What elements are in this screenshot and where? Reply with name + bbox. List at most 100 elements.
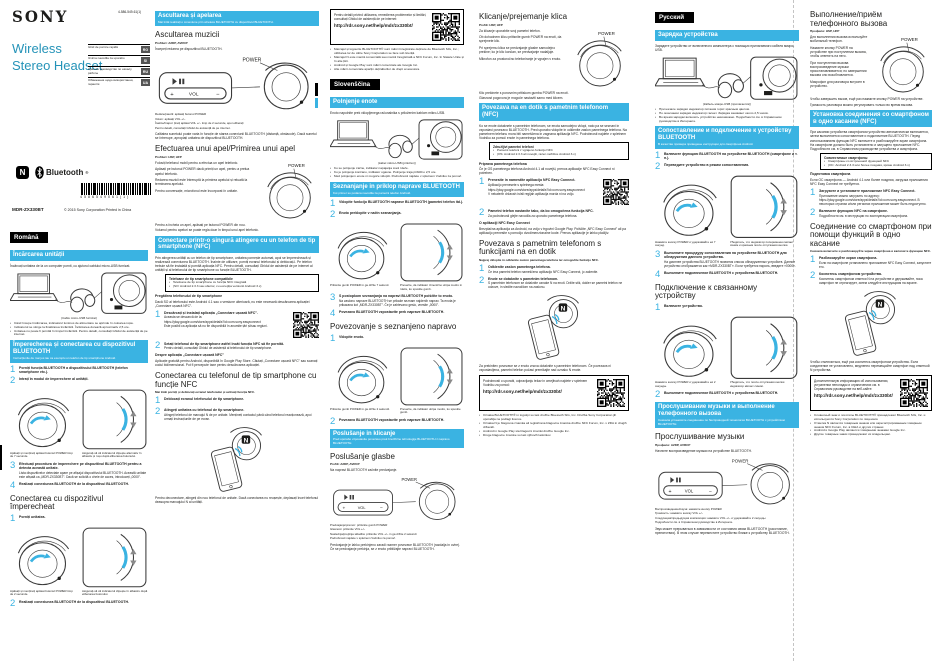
figure-caption: (Cablu micro-USB furnizat) (61, 315, 97, 320)
info-box-title: Združljivi pametni telefoni (493, 145, 534, 150)
section-header-title: Împerecherea și conectarea cu dispozitiv… (13, 342, 136, 356)
language-tab: Română (10, 232, 49, 243)
figure-one-touch-nfc: N (155, 424, 319, 494)
svg-text:N: N (878, 301, 883, 308)
step-detail: V nekaterih državah in/ali regijah aplik… (488, 192, 575, 197)
step-instruction: Включите устройство. (664, 303, 704, 308)
support-url-text: Pentru detalii privind utilizarea, remed… (334, 13, 427, 21)
step-detail: https://play.google.com/store/apps/detai… (164, 319, 261, 324)
support-url-text-wrap: Podrobnosti o uporabi, odpravljanju teža… (483, 379, 593, 394)
paragraph: Če je OS pametnega telefona Android 4.1 … (479, 167, 615, 176)
remote-control-figure-art: POWER+VOL− (658, 459, 790, 505)
step-instruction: Porniți unitatea. (19, 514, 46, 519)
call-instructions: Folosiți telefonul mobil pentru a efectu… (155, 161, 257, 196)
support-url-link: http://rdr.sony.net/help/mdr/zx330bt/ (483, 389, 562, 395)
headset-press-button-art (337, 232, 388, 280)
paragraph: Folosiți telefonul mobil pentru a efectu… (155, 160, 239, 165)
figure-row (330, 346, 464, 407)
section-header-bar: Сопоставление и подключение к устройству… (655, 126, 799, 149)
step-number: 1 (330, 332, 336, 344)
figure-caption: Asigurați-vă că indicatorul clipește alt… (82, 450, 142, 459)
svg-text:POWER: POWER (732, 459, 749, 464)
note-list: При начале зарядки индикатор питания гор… (655, 107, 799, 124)
info-box-title: Telefoane de tip smartphone compatibile (169, 277, 233, 282)
paragraph: При касании устройства смартфоном устрой… (810, 130, 929, 151)
section-heading: Povezovanje s seznanjeno napravo (330, 322, 464, 332)
step-number: 2 (10, 374, 16, 386)
paragraph: Volumul pentru apeluri se poate regla do… (155, 228, 259, 233)
section-heading: Conectarea cu telefonul de tip smartphon… (155, 371, 319, 394)
step-number: 4 (330, 308, 336, 320)
section-header-title: Ascultarea și apelarea (158, 13, 222, 19)
step-instruction: Enoto preklopite v način seznanjanja. (339, 211, 402, 216)
step-number: 1 (810, 187, 816, 199)
figure-caption: Pritisnite gumb POWER in ga držite 2 sek… (330, 406, 390, 411)
language-tab: Slovenščina (330, 78, 381, 90)
svg-text:+: + (668, 489, 671, 495)
product-title-line1: Wireless (12, 41, 62, 56)
step-body: Включите функцию NFC на смартфоне.Подроб… (819, 209, 932, 218)
section-heading-profiles: Profili: A2DP, AVRCP (330, 462, 360, 467)
paragraph: Za prekinitev povezave se z enoto znova … (479, 364, 611, 373)
indicator-detail-art (400, 223, 463, 282)
figure-headset-pair: Pritisnite gumb POWER in ga držite 7 sek… (330, 222, 464, 291)
remote-control-figure-art: POWER+VOL− (158, 58, 309, 110)
svg-text:POWER: POWER (901, 37, 918, 42)
step-body: Выполните подключение BLUETOOTH с устрой… (664, 271, 799, 279)
figure-caption-row: Apăsați și mențineți apăsat butonul POWE… (10, 451, 148, 459)
control-caption: Înainte/înapoi: țineți apăsat VOL +/− ti… (155, 121, 244, 126)
step-instruction: Выполните процедуру сопоставления на уст… (664, 250, 787, 259)
fold-line (793, 0, 794, 661)
step-detail: Подробности см. в инструкции по эксплуат… (819, 213, 909, 218)
paragraph: Glasnost pogovora je mogoče nastaviti sa… (479, 96, 564, 101)
copyright-line: © 2015 Sony Corporation Printed in China (64, 207, 132, 212)
step-instruction: Atingeți unitatea cu telefonul de tip sm… (164, 408, 245, 413)
note-item: Marcajul și logourile BLUETOOTH® sunt mă… (330, 47, 464, 56)
step-body: Загрузите и установите приложение NFC Ea… (819, 189, 932, 206)
section-header-subtitle: В качестве примера приведены инструкции … (658, 142, 754, 147)
step-body: Porniți funcția BLUETOOTH a dispozitivul… (19, 366, 148, 374)
step-body: Porniți unitatea. (19, 515, 148, 523)
step-body: Intrați în modul de împerechere al unită… (19, 377, 148, 385)
note-item: Во время зарядки включить устройство нев… (655, 115, 799, 124)
step-instruction: Переведите устройство в режим сопоставле… (664, 163, 750, 168)
step-body: Переведите устройство в режим сопоставле… (664, 163, 799, 171)
bluetooth-rune-icon (35, 166, 44, 179)
step-instruction: Povezavo BLUETOOTH vzpostavite prek napr… (339, 310, 445, 315)
paragraph: Микрофон для разговора встроен в устройс… (810, 79, 865, 88)
support-url-text-wrap: Дополнительную информацию об использован… (814, 379, 896, 398)
headset-art-wrap: POWER (261, 161, 319, 221)
step-detail: Aceasta se descarcă de la: (164, 315, 203, 320)
product-title-line2: Stereo Headset (12, 58, 103, 73)
figure-headset-pair: Pritisnite gumb POWER in ga držite 2 sek… (330, 346, 464, 415)
charging-figure-art (10, 272, 147, 314)
paragraph: Pentru a încheia un apel, apăsați pe but… (155, 222, 246, 227)
section-heading: Povezava s pametnim telefonom s funkcija… (479, 239, 629, 262)
figure-call: Для выполнения вызова используйте мобиль… (810, 35, 932, 95)
figure-caption-row: Apăsați și mențineți apăsat butonul POWE… (10, 589, 148, 597)
section-header-title: Polnjenje enote (333, 98, 378, 105)
step-instruction: S postopkom seznanjanja na napravi BLUET… (339, 294, 454, 299)
smartphone-touch-figure-art: N (210, 427, 262, 492)
headset-call-figure-art: POWER (267, 163, 312, 219)
svg-text:+: + (170, 92, 174, 98)
section-heading-title: Прослушивание музыки (655, 432, 745, 442)
note-item: Indicatorul se stinge la finalizarea înc… (10, 325, 148, 330)
paragraph: Для выполнения вызова используйте мобиль… (810, 35, 868, 44)
paragraph: Predvajanje je lahko prekinjeno zaradi r… (330, 542, 461, 551)
paragraph: Încărcați unitatea de la un computer por… (10, 263, 131, 268)
section-heading-profiles: Profiluri: HSP, HFP (155, 154, 182, 159)
section-heading-profiles: Profili: HSP, HFP (479, 22, 503, 27)
qr-code-wrap (432, 13, 460, 41)
